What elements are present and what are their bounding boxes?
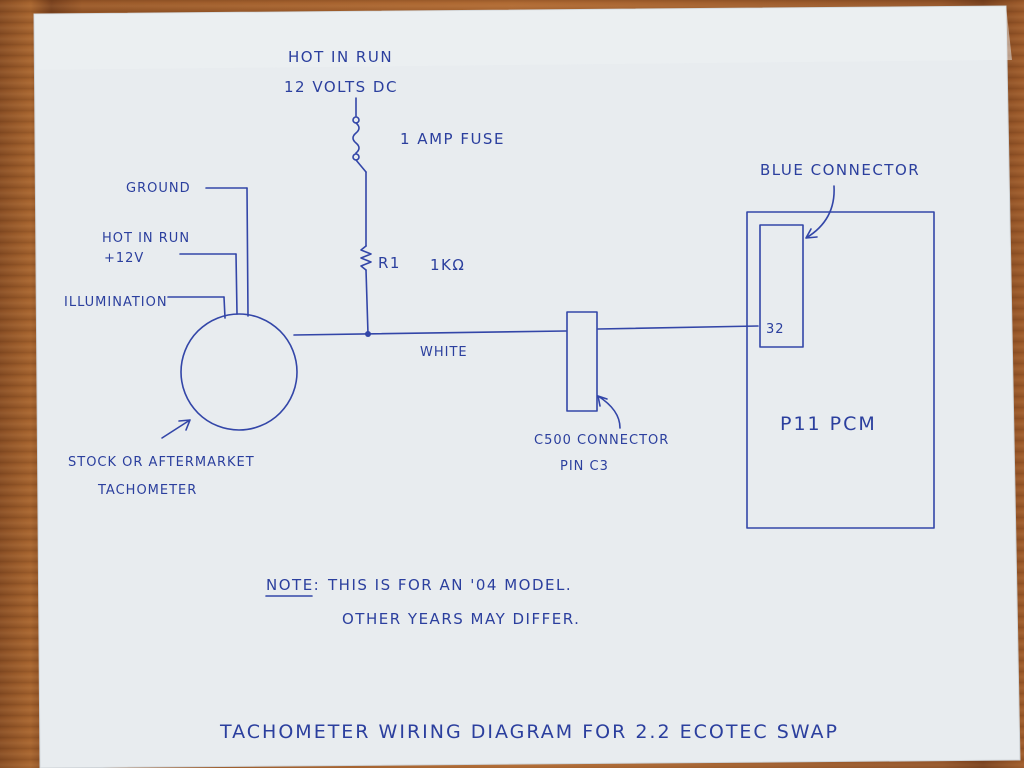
tachometer-label-line2: TACHOMETER: [97, 483, 197, 498]
pcm-name: P11 PCM: [780, 413, 877, 435]
blue-connector: [759, 224, 804, 348]
pcm-module: [746, 211, 935, 529]
note-line2: OTHER YEARS MAY DIFFER.: [342, 610, 580, 628]
resistor-value: 1KΩ: [430, 256, 465, 274]
fuse-label: 1 AMP FUSE: [400, 130, 505, 148]
power-label-line1: HOT IN RUN: [288, 48, 393, 66]
power-label-line2: 12 VOLTS DC: [284, 78, 398, 96]
illumination-label: ILLUMINATION: [64, 295, 168, 310]
fuse-symbol: [352, 97, 367, 173]
resistor-symbol: [360, 245, 372, 271]
tachometer-label-line1: STOCK OR AFTERMARKET: [68, 455, 255, 470]
c500-pointer-arrow: [597, 395, 621, 429]
tachometer-pointer-arrow: [161, 419, 191, 439]
pcm-pin-number: 32: [766, 322, 785, 337]
tach-signal-wire: [293, 330, 567, 336]
c500-to-pcm-wire: [597, 325, 759, 330]
diagram-title: TACHOMETER WIRING DIAGRAM FOR 2.2 ECOTEC…: [219, 721, 839, 743]
wire-color-label: WHITE: [420, 345, 468, 360]
c500-label-line1: C500 CONNECTOR: [534, 433, 669, 448]
paper-sheet: [33, 5, 1021, 768]
tachometer-gauge: [180, 313, 298, 431]
illumination-wire: [167, 296, 226, 319]
c500-connector: [566, 311, 598, 412]
blue-connector-pointer-arrow: [805, 185, 835, 239]
note-line1: THIS IS FOR AN '04 MODEL.: [327, 576, 572, 594]
blue-connector-label: BLUE CONNECTOR: [760, 161, 920, 179]
ground-wire: [205, 187, 249, 317]
resistor-name: R1: [378, 254, 401, 272]
hot-label-line2: +12V: [104, 251, 144, 266]
hot-label-line1: HOT IN RUN: [102, 231, 190, 246]
c500-label-line2: PIN C3: [560, 459, 609, 474]
hot-in-run-wire: [179, 253, 238, 315]
note-prefix: NOTE:: [266, 576, 320, 594]
ground-label: GROUND: [126, 181, 191, 196]
resistor-to-junction-wire: [365, 269, 369, 335]
